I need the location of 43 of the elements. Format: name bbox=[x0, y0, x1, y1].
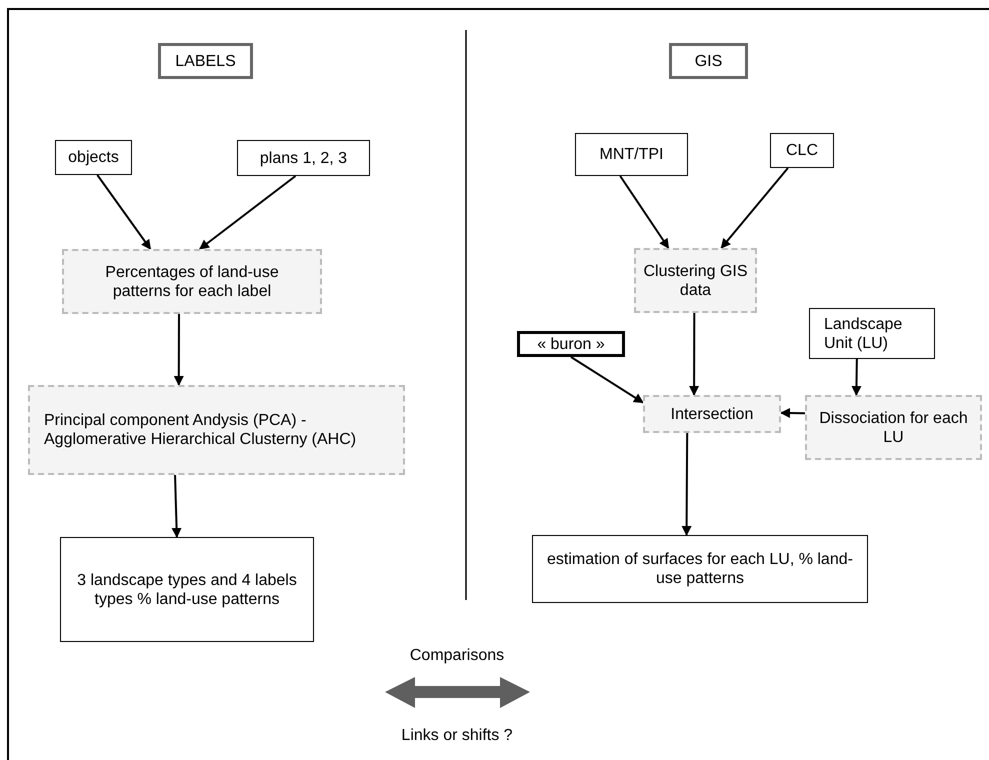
box-text: Clustering GIS data bbox=[642, 262, 749, 300]
arrow bbox=[682, 433, 692, 536]
input-box bbox=[517, 331, 625, 357]
output-box bbox=[532, 535, 868, 603]
process-box bbox=[805, 395, 982, 460]
box-text: Principal component Andysis (PCA) - Agglomerative Hierarchical Clusterny (AHC) bbox=[44, 411, 358, 449]
box-text: GIS bbox=[694, 52, 722, 70]
arrow bbox=[851, 358, 862, 396]
input-box bbox=[809, 308, 935, 359]
arrow bbox=[720, 167, 789, 249]
arrow bbox=[780, 408, 806, 418]
arrow bbox=[689, 313, 700, 396]
box-text: estimation of surfaces for each LU, % land-use patterns bbox=[546, 550, 854, 588]
input-box bbox=[237, 140, 370, 176]
box-text: Intersection bbox=[670, 404, 754, 424]
box-text: 3 landscape types and 4 labels types % land-use patterns bbox=[76, 570, 298, 608]
process-box bbox=[28, 385, 405, 475]
heading-box bbox=[158, 43, 253, 79]
box-text: Percentages of land-use patterns for each label bbox=[104, 262, 280, 300]
arrow bbox=[199, 175, 296, 250]
arrow bbox=[619, 175, 670, 249]
box-text: LABELS bbox=[175, 52, 236, 70]
arrow bbox=[174, 314, 184, 386]
output-box bbox=[60, 537, 314, 642]
box-text: Landscape Unit (LU) bbox=[824, 314, 904, 352]
box-text: objects bbox=[68, 148, 119, 167]
box-text: Dissociation for each LU bbox=[818, 408, 969, 446]
box-text: CLC bbox=[786, 141, 818, 160]
heading-box bbox=[669, 43, 748, 79]
arrow bbox=[172, 474, 182, 538]
input-box bbox=[770, 133, 834, 168]
box-text: plans 1, 2, 3 bbox=[260, 148, 348, 168]
arrow bbox=[96, 174, 152, 250]
note-text: Comparisons bbox=[410, 647, 504, 665]
process-box bbox=[634, 248, 757, 313]
note-text: Links or shifts ? bbox=[401, 727, 513, 745]
box-text: MNT/TPI bbox=[600, 145, 664, 164]
input-box bbox=[55, 140, 132, 175]
box-text: « buron » bbox=[537, 334, 605, 354]
arrow bbox=[570, 356, 644, 404]
process-box bbox=[643, 395, 781, 433]
process-box bbox=[62, 249, 322, 314]
input-box bbox=[575, 133, 688, 176]
